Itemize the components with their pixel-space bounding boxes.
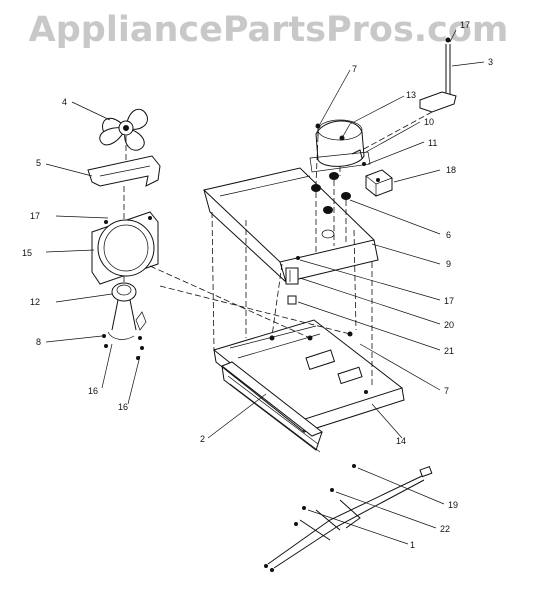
relay-part (365, 169, 393, 197)
callout-1: 1 (410, 540, 415, 550)
capacitor-part (285, 256, 300, 305)
fan-blade-part (99, 108, 148, 151)
callout-2: 2 (200, 434, 205, 444)
callout-16: 16 (118, 402, 128, 412)
base-pan-part (212, 319, 405, 434)
callout-6: 6 (446, 230, 451, 240)
condenser-bracket-part (419, 37, 457, 113)
callout-labels: 4 5 17 15 12 8 16 16 2 7 13 10 11 18 6 9… (22, 20, 493, 550)
fan-motor-part (107, 282, 147, 340)
assembly-guide-lines (123, 111, 433, 388)
clip-part (351, 149, 366, 166)
callout-8: 8 (36, 337, 41, 347)
callout-17: 17 (460, 20, 470, 30)
callout-21: 21 (444, 346, 454, 356)
callout-14: 14 (396, 436, 406, 446)
wire-harness-part (264, 464, 433, 572)
callout-17: 17 (444, 296, 454, 306)
callout-5: 5 (36, 158, 41, 168)
leader-lines (45, 29, 485, 545)
callout-16: 16 (88, 386, 98, 396)
callout-12: 12 (30, 297, 40, 307)
callout-11: 11 (428, 138, 437, 148)
screws-part (102, 334, 144, 360)
fan-bracket-part (87, 155, 161, 187)
callout-7: 7 (352, 64, 357, 74)
grille-strip-part (221, 361, 323, 453)
callout-20: 20 (444, 320, 454, 330)
callout-15: 15 (22, 248, 32, 258)
compressor-shelf-part (202, 167, 379, 284)
callout-4: 4 (62, 97, 67, 107)
callout-22: 22 (440, 524, 450, 534)
callout-17: 17 (30, 211, 40, 221)
grommets-part (311, 172, 351, 214)
screw-top-part (315, 123, 321, 136)
callout-19: 19 (448, 500, 458, 510)
callout-7: 7 (444, 386, 449, 396)
callout-3: 3 (488, 57, 493, 67)
callout-18: 18 (446, 165, 456, 175)
callout-10: 10 (424, 117, 434, 127)
watermark: AppliancePartsPros.com (28, 10, 509, 50)
callout-9: 9 (446, 259, 451, 269)
callout-13: 13 (406, 90, 416, 100)
fan-shroud-part (91, 211, 159, 285)
